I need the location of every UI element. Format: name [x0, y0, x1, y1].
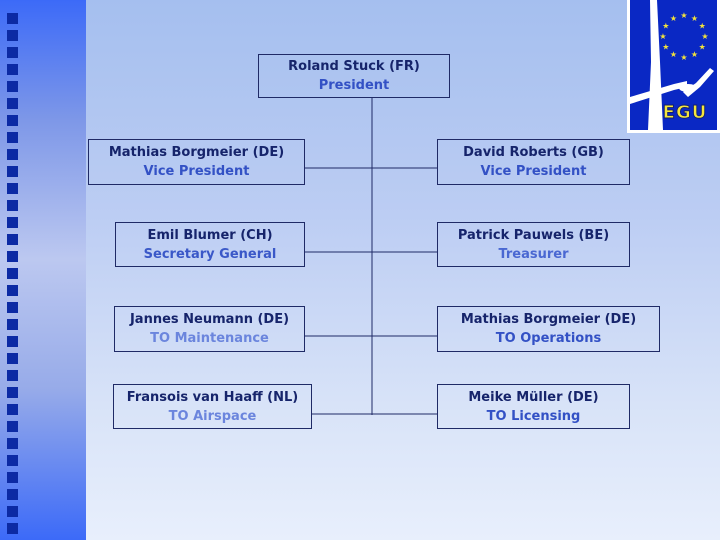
person-title: TO Airspace — [168, 408, 257, 424]
org-box-to-licensing: Meike Müller (DE) TO Licensing — [437, 384, 630, 429]
person-name: Emil Blumer (CH) — [147, 227, 273, 243]
eu-star-icon: ★ — [699, 22, 706, 31]
person-name: Roland Stuck (FR) — [288, 59, 420, 74]
person-name: Mathias Borgmeier (DE) — [108, 145, 285, 160]
org-box-treasurer: Patrick Pauwels (BE) Treasurer — [437, 222, 630, 267]
person-title: Secretary General — [143, 246, 277, 262]
eu-star-icon: ★ — [691, 50, 698, 59]
person-name: Mathias Borgmeier (DE) — [460, 312, 637, 327]
eu-stars-ring: ★ ★ ★ ★ ★ ★ ★ ★ ★ ★ ★ ★ — [659, 11, 708, 62]
org-box-vice-president-right: David Roberts (GB) Vice President — [437, 139, 630, 185]
eu-star-icon: ★ — [670, 50, 677, 59]
person-title: Treasurer — [498, 246, 569, 262]
org-box-to-maintenance: Jannes Neumann (DE) TO Maintenance — [114, 306, 305, 352]
eu-star-icon: ★ — [680, 11, 687, 20]
org-box-secretary-general: Emil Blumer (CH) Secretary General — [115, 222, 305, 267]
sidebar-squares-pattern — [7, 13, 18, 540]
person-name: Jannes Neumann (DE) — [129, 312, 290, 327]
person-name: Patrick Pauwels (BE) — [457, 227, 610, 243]
eu-star-icon: ★ — [662, 43, 669, 52]
org-box-president: Roland Stuck (FR) President — [258, 54, 450, 98]
person-title: TO Licensing — [486, 408, 581, 424]
egu-logo: ★ ★ ★ ★ ★ ★ ★ ★ ★ ★ ★ ★ EGU — [627, 0, 720, 133]
person-name: Fransois van Haaff (NL) — [126, 389, 299, 405]
eu-star-icon: ★ — [701, 32, 708, 41]
eu-star-icon: ★ — [691, 14, 698, 23]
eu-star-icon: ★ — [670, 14, 677, 23]
org-box-to-airspace: Fransois van Haaff (NL) TO Airspace — [113, 384, 312, 429]
person-title: Vice President — [480, 164, 587, 179]
person-title: Vice President — [143, 164, 250, 179]
eu-star-icon: ★ — [662, 22, 669, 31]
glider-icon — [630, 0, 714, 130]
eu-star-icon: ★ — [699, 43, 706, 52]
egu-logo-text: EGU — [663, 102, 708, 123]
person-name: Meike Müller (DE) — [468, 389, 599, 405]
eu-star-icon: ★ — [659, 32, 666, 41]
egu-logo-graphic: ★ ★ ★ ★ ★ ★ ★ ★ ★ ★ ★ ★ EGU — [630, 0, 714, 130]
person-title: President — [318, 78, 390, 93]
eu-star-icon: ★ — [680, 53, 687, 62]
person-title: TO Operations — [495, 331, 602, 346]
sidebar-decoration — [0, 0, 86, 540]
org-box-vice-president-left: Mathias Borgmeier (DE) Vice President — [88, 139, 305, 185]
org-box-to-operations: Mathias Borgmeier (DE) TO Operations — [437, 306, 660, 352]
person-name: David Roberts (GB) — [463, 145, 604, 160]
person-title: TO Maintenance — [150, 331, 269, 346]
